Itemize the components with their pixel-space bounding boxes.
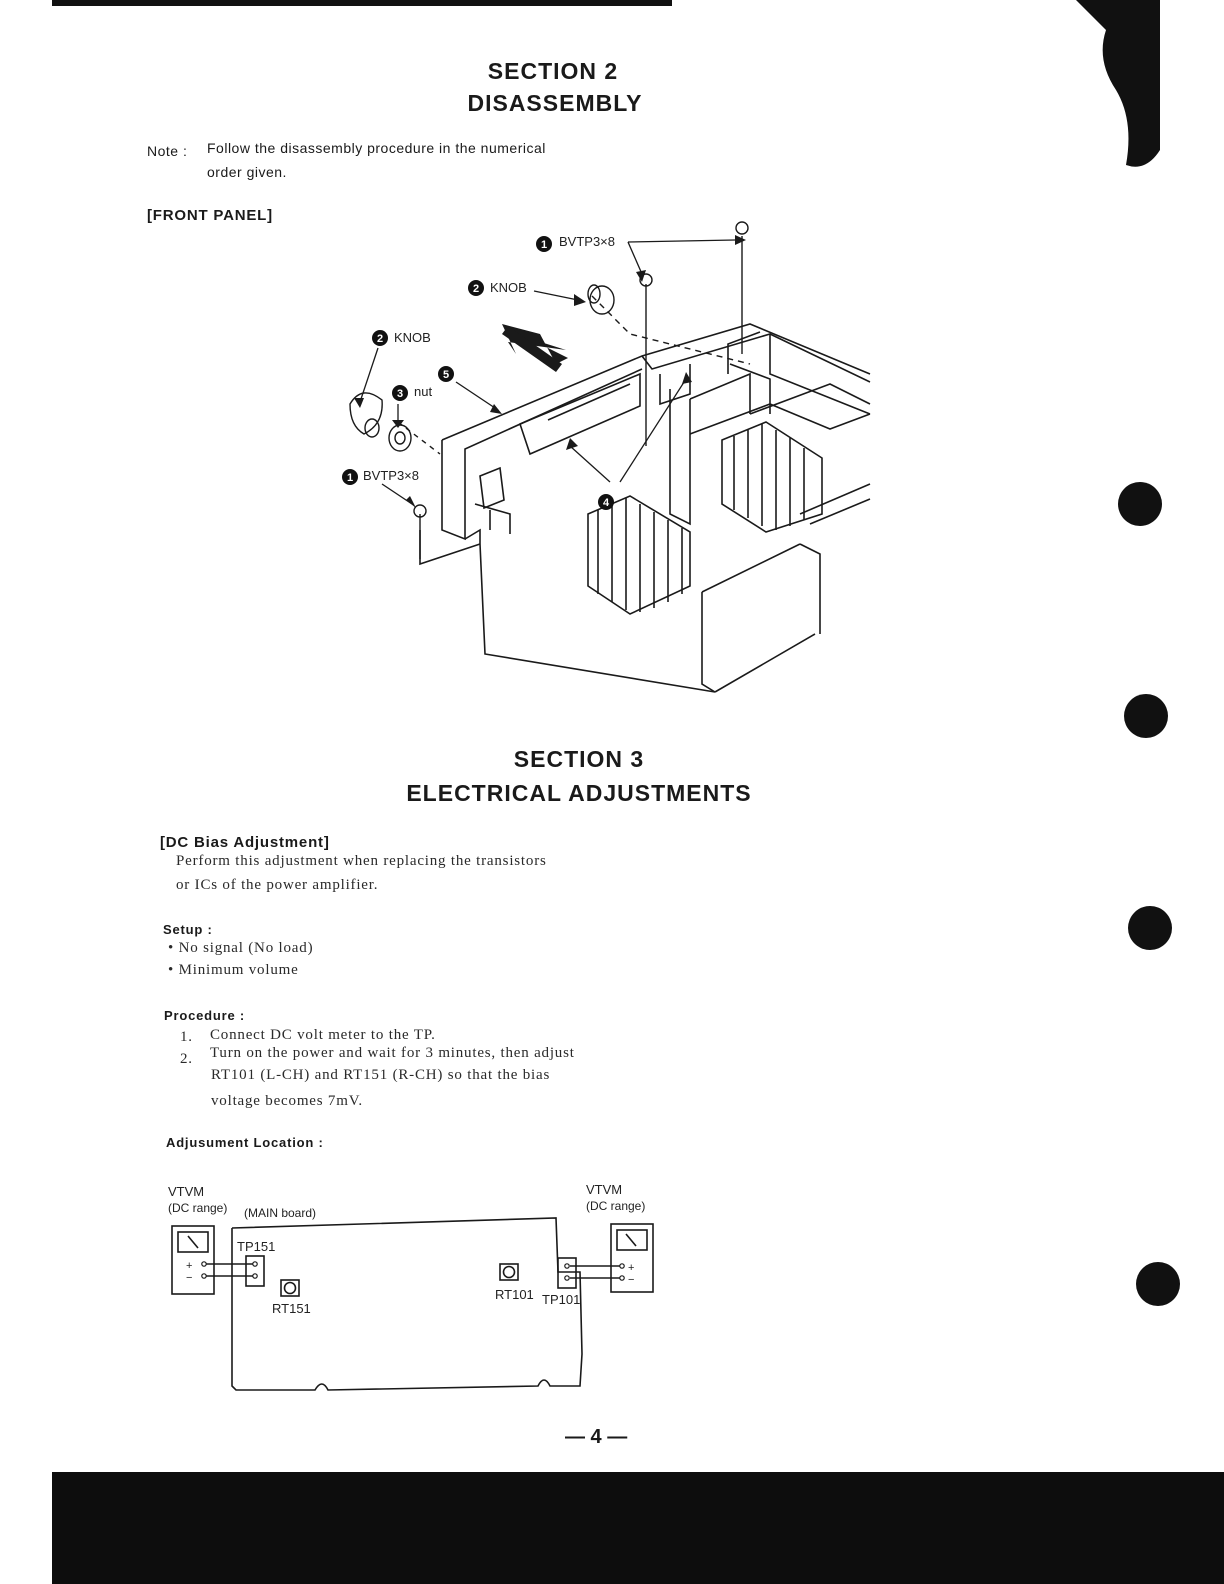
setup-label: Setup : [163, 922, 213, 937]
step-number-badge: 5 [443, 369, 449, 381]
label-nut: nut [414, 384, 432, 399]
step-number: 2. [180, 1051, 193, 1067]
binder-hole [1136, 1262, 1180, 1306]
note-line-2: order given. [207, 164, 287, 180]
vtvm-left-label: VTVM [168, 1184, 204, 1199]
binder-hole [1124, 694, 1168, 738]
scan-margin-left [0, 0, 52, 1584]
step-number-badge: 1 [347, 472, 353, 484]
label-bvtp-top: BVTP3×8 [559, 234, 615, 249]
plus-terminal-right: + [628, 1262, 634, 1274]
tp151-label: TP151 [237, 1239, 275, 1254]
label-knob-left: KNOB [394, 330, 431, 345]
page-number: — 4 — [565, 1426, 628, 1448]
step-number-badge: 3 [397, 388, 403, 400]
dc-range-left-label: (DC range) [168, 1201, 227, 1215]
step-text: Turn on the power and wait for 3 minutes… [210, 1045, 575, 1061]
step-text-continued: RT101 (L-CH) and RT151 (R-CH) so that th… [211, 1067, 551, 1083]
minus-terminal-left: − [186, 1272, 192, 1284]
step-number-badge: 4 [603, 497, 610, 509]
dc-bias-subheading: [DC Bias Adjustment] [160, 834, 330, 851]
section3-heading-title: ELECTRICAL ADJUSTMENTS [406, 780, 752, 806]
rt151-label: RT151 [272, 1301, 311, 1316]
scan-blot [1076, 0, 1160, 167]
main-board-diagram: VTVM (DC range) (MAIN board) VTVM (DC ra… [168, 1182, 654, 1391]
binder-hole [1128, 906, 1172, 950]
step-text: Connect DC volt meter to the TP. [210, 1027, 436, 1043]
scan-margin-right [1160, 0, 1224, 1584]
section2-heading-title: DISASSEMBLY [467, 90, 643, 116]
minus-terminal-right: − [628, 1274, 634, 1286]
scan-edge-top [52, 0, 672, 6]
dc-range-right-label: (DC range) [586, 1199, 645, 1213]
step-number: 1. [180, 1029, 193, 1045]
step-text-continued: voltage becomes 7mV. [211, 1093, 363, 1109]
tp101-label: TP101 [542, 1292, 580, 1307]
setup-item: • No signal (No load) [168, 940, 314, 956]
disassembly-diagram: 1 2 2 3 5 1 4 BVTP3×8 KNOB KNOB nut BVTP… [342, 221, 871, 693]
procedure-label: Procedure : [164, 1008, 246, 1023]
intro-line-2: or ICs of the power amplifier. [176, 877, 379, 893]
vtvm-right-label: VTVM [586, 1182, 622, 1197]
rt101-label: RT101 [495, 1287, 534, 1302]
label-knob-right: KNOB [490, 280, 527, 295]
setup-item: • Minimum volume [168, 962, 299, 978]
step-number-badge: 2 [377, 333, 383, 345]
main-board-label: (MAIN board) [244, 1206, 316, 1220]
adjustment-location-label: Adjusument Location : [166, 1135, 324, 1150]
binder-hole [1118, 482, 1162, 526]
front-panel-subheading: [FRONT PANEL] [147, 207, 273, 224]
label-bvtp-left: BVTP3×8 [363, 468, 419, 483]
section3-heading-number: SECTION 3 [513, 746, 645, 772]
intro-line-1: Perform this adjustment when replacing t… [176, 853, 547, 869]
note-label: Note : [147, 143, 188, 159]
note-line-1: Follow the disassembly procedure in the … [207, 140, 546, 156]
plus-terminal-left: + [186, 1260, 192, 1272]
step-number-badge: 1 [541, 239, 547, 251]
step-number-badge: 2 [473, 283, 479, 295]
scan-edge-bottom [52, 1472, 1224, 1584]
section2-heading-number: SECTION 2 [487, 58, 619, 84]
